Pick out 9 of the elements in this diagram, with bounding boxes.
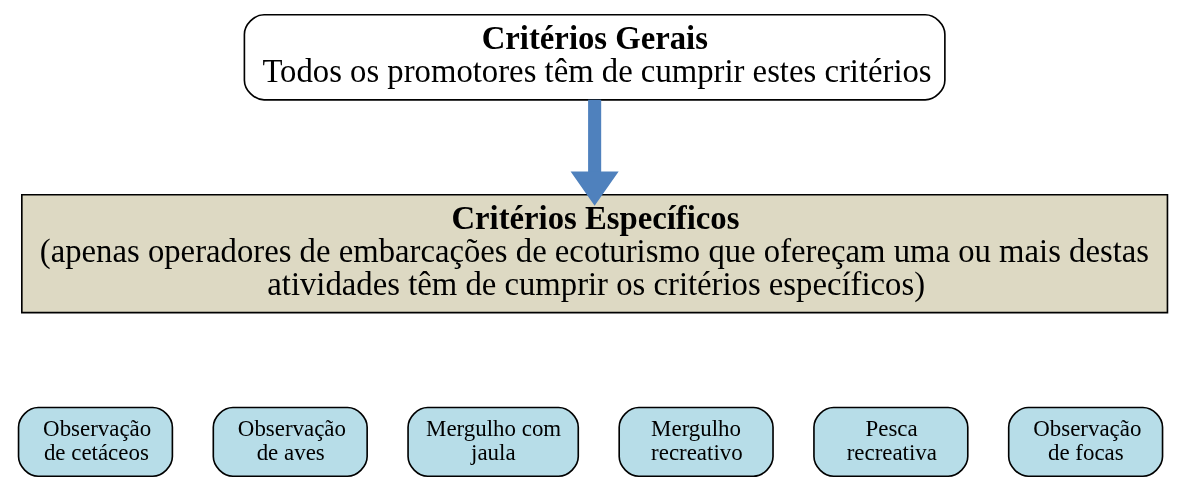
arrow xyxy=(570,99,619,206)
node-box: Mergulho recreativo xyxy=(617,406,774,478)
node-box: Observação de aves xyxy=(212,406,368,478)
node-box: Pesca recreativa xyxy=(812,406,969,478)
node-box: Mergulho com jaula xyxy=(406,406,579,478)
node-box: Observação de cetáceos xyxy=(17,406,173,478)
node-box: Observação de focas xyxy=(1007,406,1163,478)
node-box: Critérios Gerais Todos os promotores têm de cumprir estes critérios xyxy=(243,13,946,101)
node-box: Critérios Específicos (apenas operadores de embarcações de ecoturismo que ofereçam uma ou mais destas atividades têm de cumprir os critérios específicos) xyxy=(20,193,1168,314)
